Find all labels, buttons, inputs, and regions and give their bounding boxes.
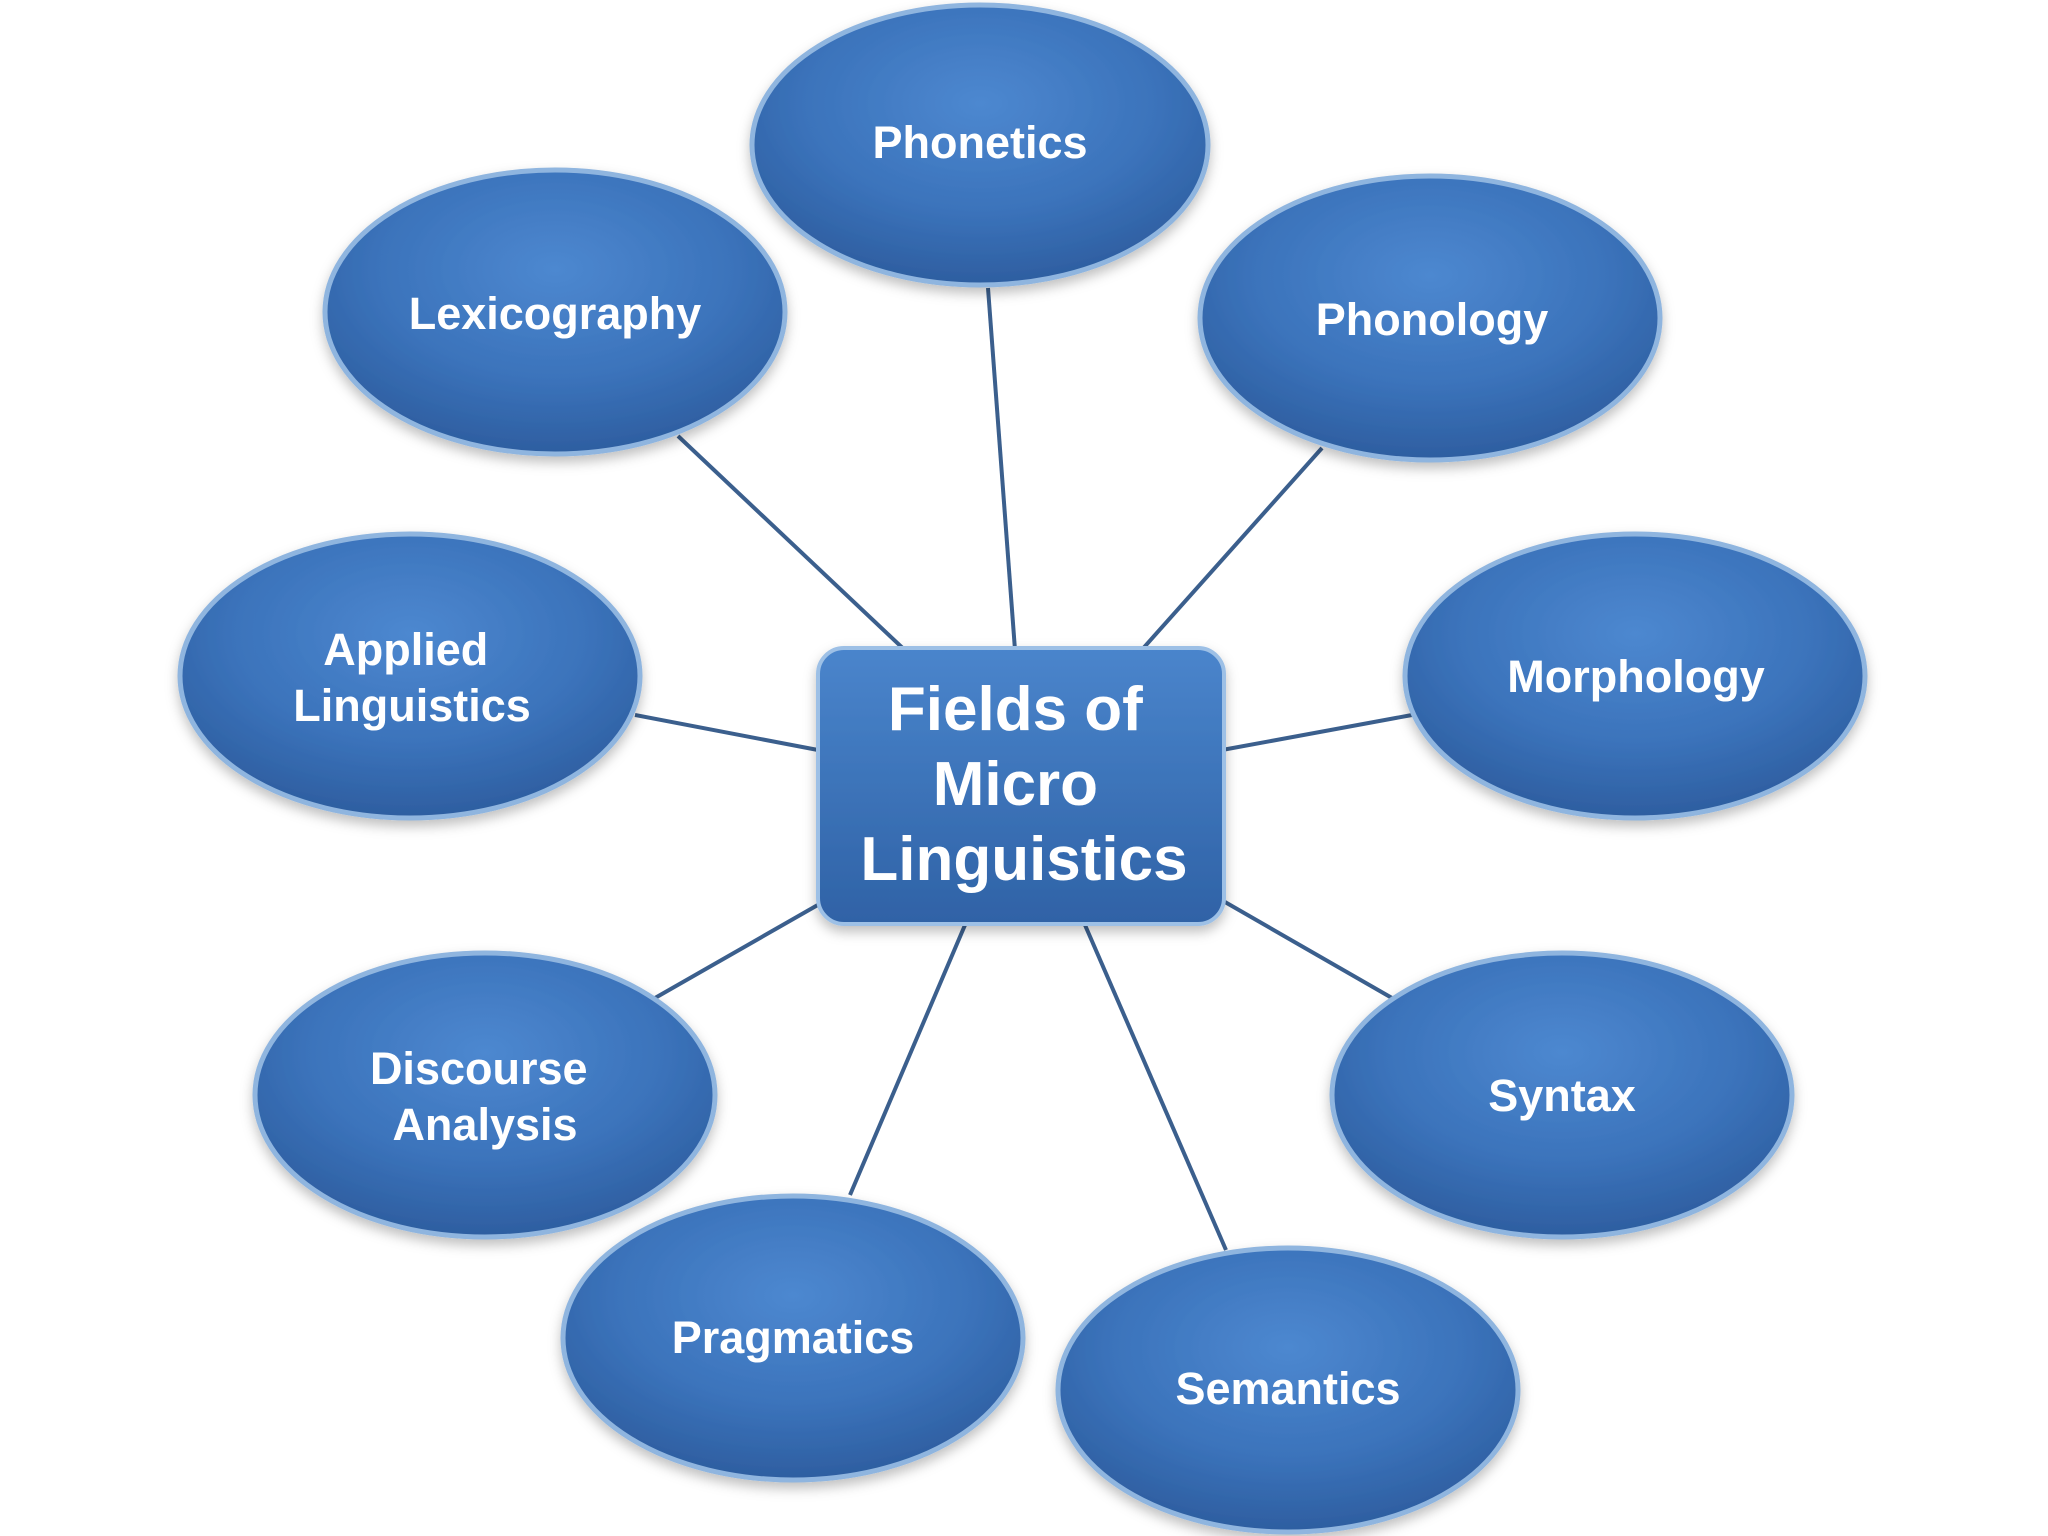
node-phonology-ellipse — [1197, 173, 1663, 463]
node-syntax-label: Syntax — [1488, 1070, 1636, 1121]
node-phonology-label: Phonology — [1316, 294, 1548, 345]
connector-morphology — [1221, 713, 1413, 752]
node-lexicography-label: Lexicography — [409, 288, 702, 339]
connector-phonology — [1128, 446, 1324, 665]
connectors — [634, 287, 1413, 1251]
center-topic-line-1: Fields of — [888, 675, 1143, 744]
node-lexicography-ellipse — [322, 167, 788, 457]
node-phonetics-label: Phonetics — [872, 117, 1087, 168]
node-pragmatics-ellipse — [560, 1193, 1026, 1483]
node-phonetics: Phonetics — [749, 2, 1211, 288]
node-discourse-analysis-ellipse — [252, 950, 718, 1240]
node-syntax-ellipse — [1329, 950, 1795, 1240]
node-morphology-label: Morphology — [1507, 651, 1764, 702]
connector-lexicography — [676, 434, 912, 657]
node-applied-linguistics: Applied Linguistics — [177, 531, 643, 821]
node-discourse-analysis-label: Discourse Analysis — [370, 1043, 600, 1150]
node-discourse-analysis: Discourse Analysis — [252, 950, 718, 1240]
center-topic-label: Fields of Micro Linguistics — [860, 675, 1187, 894]
node-morphology-ellipse — [1402, 531, 1868, 821]
node-lexicography: Lexicography — [322, 167, 788, 457]
center-topic-line-3: Linguistics — [860, 825, 1187, 894]
node-phonology: Phonology — [1197, 173, 1663, 463]
node-pragmatics: Pragmatics — [560, 1193, 1026, 1483]
node-morphology: Morphology — [1402, 531, 1868, 821]
connector-phonetics — [986, 287, 1017, 651]
connector-discourse-analysis — [654, 896, 831, 1000]
connector-semantics — [1083, 924, 1228, 1251]
center-topic: Fields of Micro Linguistics — [816, 646, 1226, 926]
node-semantics-label: Semantics — [1175, 1363, 1400, 1414]
connector-syntax — [1217, 896, 1393, 1000]
node-phonetics-ellipse — [749, 2, 1211, 288]
node-semantics: Semantics — [1055, 1245, 1521, 1535]
node-syntax: Syntax — [1329, 950, 1795, 1240]
center-topic-line-2: Micro — [933, 750, 1098, 819]
node-pragmatics-label: Pragmatics — [672, 1312, 915, 1363]
connector-pragmatics — [848, 924, 967, 1196]
connector-applied-linguistics — [634, 713, 819, 752]
node-semantics-ellipse — [1055, 1245, 1521, 1535]
center-topic-box — [816, 646, 1226, 926]
node-applied-linguistics-ellipse — [177, 531, 643, 821]
node-applied-linguistics-label: Applied Linguistics — [293, 624, 531, 731]
